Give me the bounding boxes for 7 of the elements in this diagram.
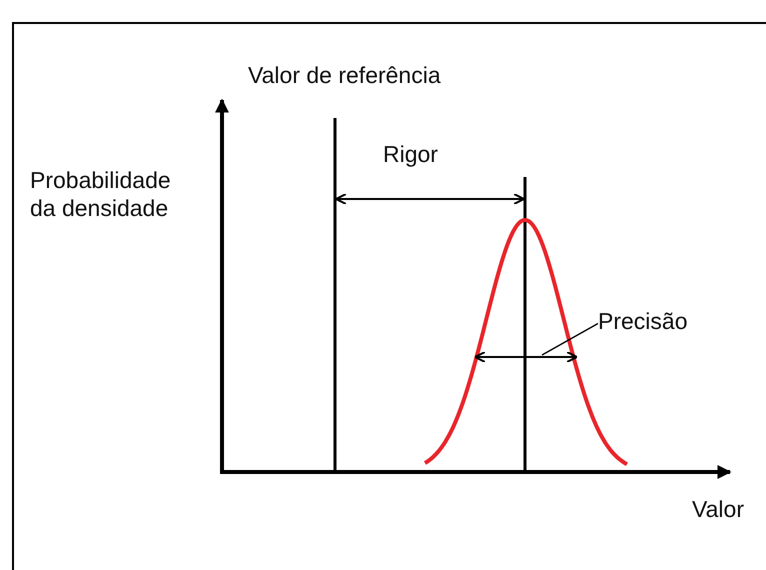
label-text: Probabilidade da densidade	[30, 166, 172, 222]
label-text: Valor de referência	[248, 61, 441, 89]
leader-line	[542, 322, 598, 356]
dimension-line	[474, 351, 578, 363]
callout-text: Precisão	[598, 307, 688, 335]
axis-label: Rigor	[383, 140, 438, 168]
axis-label: Valor	[692, 495, 744, 523]
